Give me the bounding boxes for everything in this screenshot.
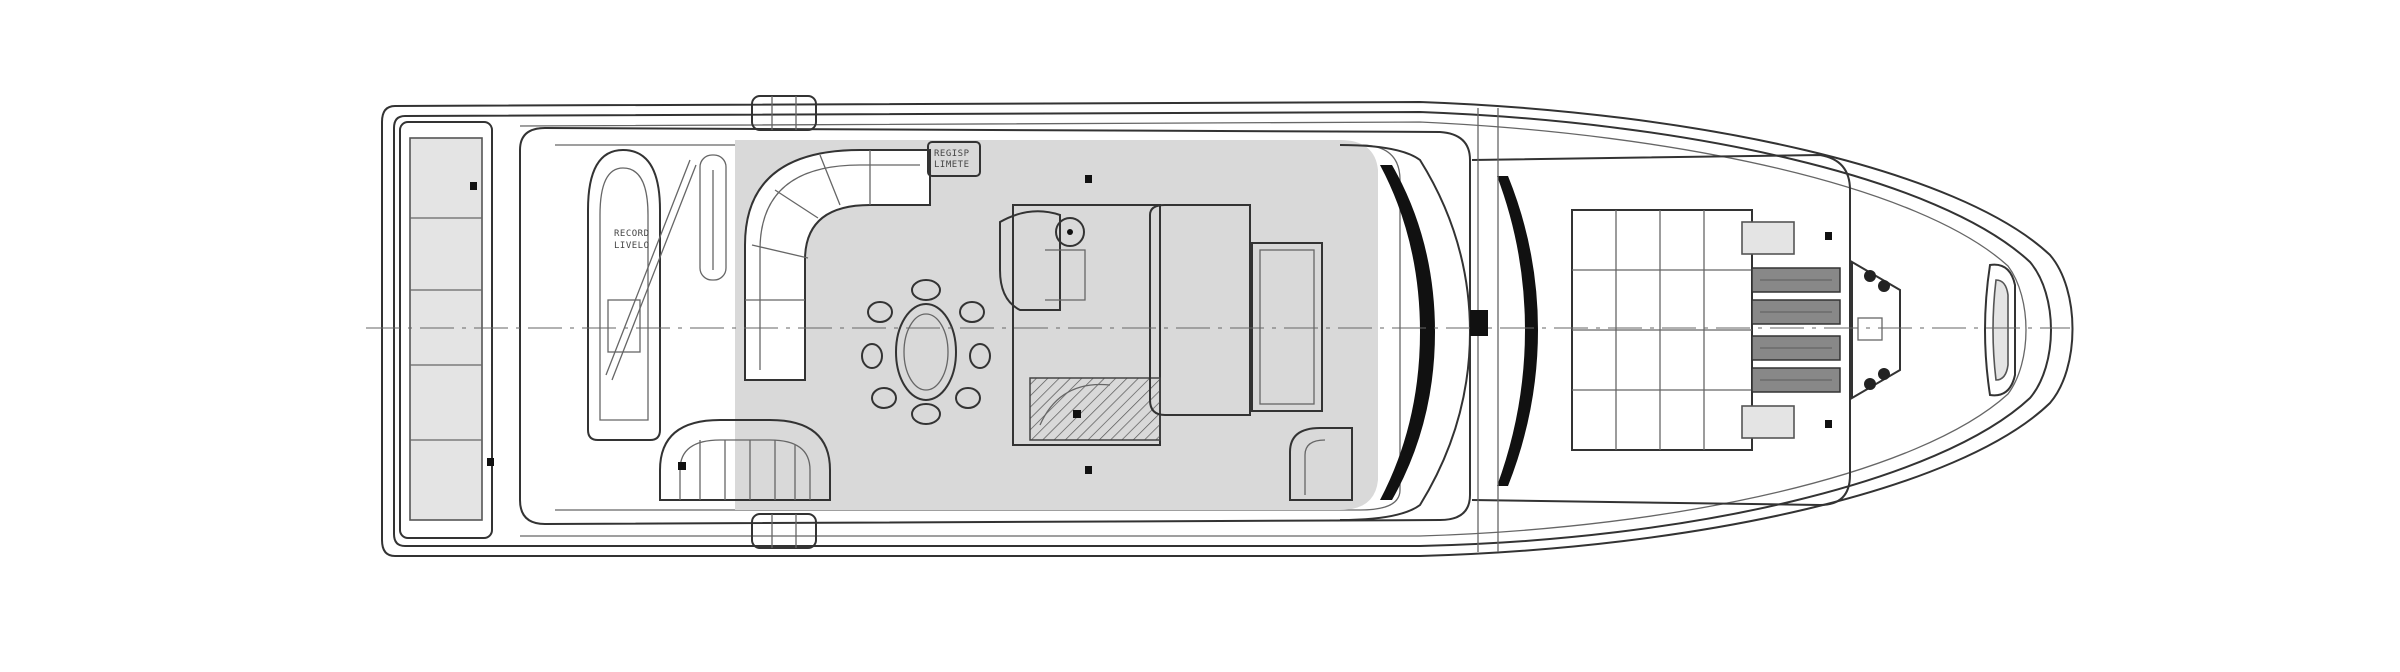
dining-chairs: [861, 279, 991, 425]
hull-outline: [381, 100, 2074, 557]
tender-label-1: RECORD: [614, 229, 650, 239]
dining-table: [895, 303, 957, 401]
foredeck-sunpads: [1741, 221, 1841, 439]
l-shaped-sofa: [744, 149, 931, 381]
tender-dinghy: RECORD LIVELO: [587, 148, 727, 441]
fore-windscreen: [1471, 153, 1851, 507]
anchor-windlass: [1825, 232, 1901, 428]
box-label-1: REGISP: [934, 149, 970, 159]
sunroof-panel: [1571, 209, 1753, 451]
box-label-2: LIMETE: [934, 160, 970, 170]
bow-hatch: [1984, 263, 2016, 397]
mid-divider: [1470, 108, 1499, 552]
deck-surface: [735, 140, 1378, 510]
helm-console-area: [999, 204, 1161, 446]
side-steps: [751, 95, 817, 549]
stair-corner: [1289, 427, 1353, 501]
storage-box: REGISP LIMETE: [927, 141, 981, 177]
helm-seat: [1085, 175, 1323, 474]
tender-label-2: LIVELO: [614, 241, 650, 251]
swim-platform: [399, 121, 494, 539]
aft-staircase: [659, 419, 831, 501]
